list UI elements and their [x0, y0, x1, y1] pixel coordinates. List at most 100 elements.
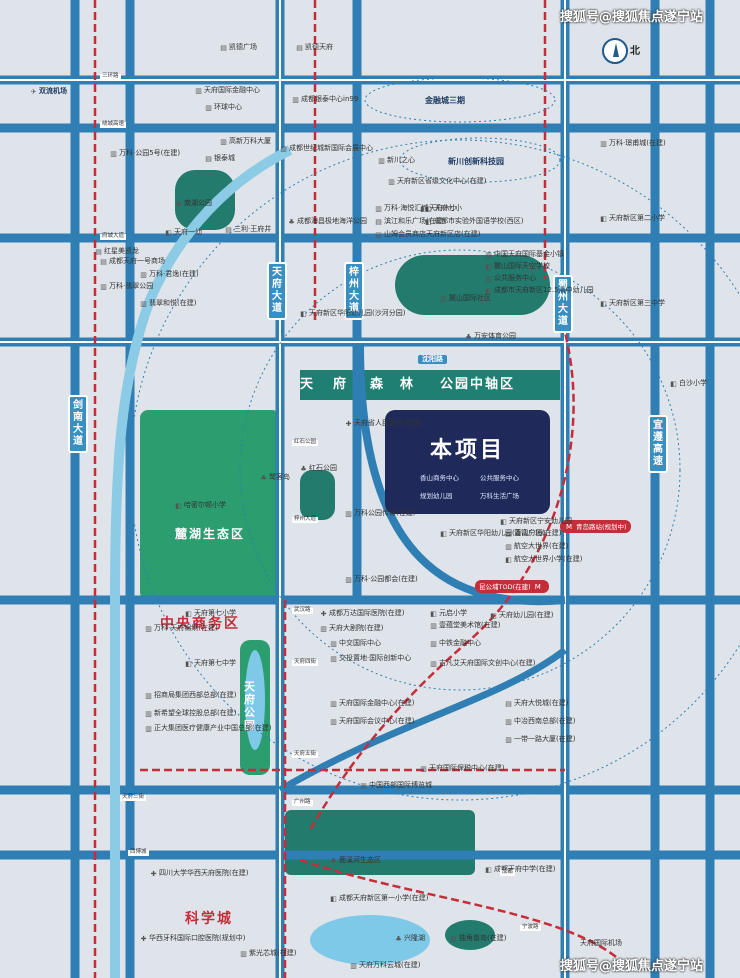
- school-icon: ◧: [485, 287, 492, 295]
- metro-kunming-tod[interactable]: 昆公埔TOD(在建) M: [475, 580, 549, 593]
- science-city-label: 科学城: [185, 911, 233, 927]
- cbd-label: 中央商务区: [160, 616, 240, 632]
- poi-text: 万科公园传奇(在建): [354, 509, 416, 517]
- poi-text: 滨江和乐广场(在建): [384, 217, 446, 225]
- poi-text: 麓山国际社区: [449, 294, 491, 302]
- building-icon: ▥: [360, 782, 367, 790]
- building-icon: ▥: [485, 251, 492, 259]
- school-icon: ◧: [505, 556, 512, 564]
- poi-text: 天府省人民医院(在建): [354, 419, 423, 427]
- hospital-icon: ✚: [320, 610, 327, 618]
- building-icon: ▥: [345, 510, 352, 518]
- road-shuzhou-avenue: 蜀州大道: [553, 275, 573, 333]
- poi-label: ▥万科·天府锦绣(在建): [145, 625, 218, 633]
- building-icon: ▥: [378, 157, 385, 165]
- poi-label: ◧成都天府新区第一小学(在建): [330, 895, 428, 903]
- hongshi-park: [300, 470, 335, 520]
- hospital-icon: ✚: [345, 420, 352, 428]
- tianfu-park-label: 天府公园: [244, 680, 256, 732]
- road-shenyang: 沈阳路: [418, 355, 447, 364]
- poi-label: ✚天府省人民医院(在建): [345, 419, 423, 428]
- poi-label: ▥交投置地·国际创新中心: [330, 655, 411, 663]
- poi-label: ▥中铁金融中心: [430, 640, 481, 648]
- poi-text: 中冶西南总部(在建): [514, 717, 576, 725]
- poi-label: ▤成都天府一号商场: [100, 258, 165, 266]
- poi-text: 三利·王府井: [234, 225, 272, 233]
- poi-text: 天府大悦城(在建): [514, 699, 569, 707]
- road-tag: 西博城: [128, 849, 149, 856]
- poi-label: ▥中交国际中心: [330, 640, 381, 648]
- road-jiannan-avenue: 剑南大道: [68, 395, 88, 453]
- park-axis-label: 公园中轴区: [440, 377, 516, 392]
- project-box[interactable]: 本项目 香山商务中心 公共服务中心 规划幼儿园 万科生活广场: [385, 410, 550, 514]
- building-icon: ▥: [145, 725, 152, 733]
- poi-label: ▥招商局集团西部总部(在建): [145, 692, 236, 700]
- poi-label: ▥成都世纪城新国际会展中心: [280, 145, 373, 153]
- compass-icon: [602, 38, 628, 64]
- road-tag: 梓州大道: [292, 516, 319, 523]
- poi-label: ▥万科·君逸(在建): [140, 271, 199, 279]
- mall-icon: ▤: [375, 231, 382, 239]
- poi-label: ▥万科·翡翠公园: [100, 283, 153, 291]
- poi-label: ▥环球中心: [205, 104, 242, 112]
- building-icon: ▥: [375, 205, 382, 213]
- poi-text: 航空大世界(在建): [514, 542, 569, 550]
- poi-label: ▥翡翠和悦(在建): [140, 300, 196, 308]
- school-icon: ◧: [600, 215, 607, 223]
- building-icon: ▥: [320, 625, 327, 633]
- poi-text: 凯德天府: [305, 43, 333, 51]
- poi-label: ▥天府大剧院(在建): [320, 625, 383, 633]
- poi-label: ▥天府国际金融中心: [195, 87, 260, 95]
- poi-text: 白沙小学: [679, 379, 707, 387]
- poi-label: ◧天府六小: [420, 205, 457, 213]
- poi-label: ◧天府第七中学: [185, 660, 236, 668]
- poi-label: ▥天府新区省级文化中心(在建): [388, 178, 486, 186]
- building-icon: ▥: [292, 96, 299, 104]
- road-tag: 府城大道: [100, 233, 127, 240]
- poi-text: 中国天府国际基金小镇: [494, 250, 564, 258]
- mall-icon: ▤: [505, 700, 512, 708]
- poi-text: 天府新区宁安幼儿园: [509, 517, 572, 525]
- poi-label: ▤天府大悦城(在建): [505, 700, 568, 708]
- school-icon: ◧: [330, 895, 337, 903]
- poi-text: 天府新区华阳幼儿园(沙河分园): [309, 309, 406, 317]
- building-icon: ▥: [505, 736, 512, 744]
- park-icon: ♣: [175, 200, 182, 208]
- poi-label: ◧天府新区宁安幼儿园: [500, 518, 572, 526]
- school-icon: ◧: [185, 610, 192, 618]
- poi-label: ▥壹蕴堂美术馆(在建): [430, 622, 500, 630]
- poi-label: ◧天府一幼: [165, 229, 202, 237]
- poi-text: 中交国际中心: [339, 639, 381, 647]
- watermark-bottom: 搜狐号@搜狐焦点遂宁站: [560, 959, 704, 974]
- poi-text: 吉凡艾天府国际文创中心(在建): [439, 659, 536, 667]
- school-icon: ◧: [425, 218, 432, 226]
- poi-label: ▥新川之心: [378, 157, 415, 165]
- poi-text: 天府幼儿园(在建): [499, 611, 554, 619]
- poi-label: ♣成都海昌极地海洋公园: [288, 218, 367, 226]
- poi-label: ▤银泰城: [205, 155, 235, 163]
- poi-label: ◧白沙小学: [670, 380, 707, 388]
- poi-text: 万科·公园都会(在建): [354, 575, 418, 583]
- poi-text: 元启小学: [439, 609, 467, 617]
- poi-label: ◧天府幼儿园(在建): [490, 612, 553, 620]
- poi-label: ▥中国天府国际基金小镇: [485, 251, 564, 259]
- poi-text: 天府万科云城(在建): [359, 961, 421, 969]
- poi-text: 天府第七小学: [194, 609, 236, 617]
- poi-label: ▥公共服务中心: [485, 275, 536, 283]
- mall-icon: ▤: [225, 226, 232, 234]
- lake-zone-label: 麓湖生态区: [175, 527, 246, 541]
- building-icon: ▥: [145, 692, 152, 700]
- poi-text: 凯德广场: [229, 43, 257, 51]
- poi-text: 华西牙科国际口腔医院(规划中): [149, 934, 246, 942]
- poi-text: 成都天府新区第一小学(在建): [339, 894, 429, 902]
- poi-text: 中铁金融中心: [439, 639, 481, 647]
- poi-text: 天府大剧院(在建): [329, 624, 384, 632]
- poi-label: ▥航空大世界(在建): [505, 543, 568, 551]
- building-icon: ▥: [505, 718, 512, 726]
- road-tag: 武汉路: [292, 607, 313, 614]
- mall-icon: ▤: [220, 44, 227, 52]
- poi-label: ◧天府新区第二小学: [600, 215, 665, 223]
- poi-label: ▥天府国际金融中心(在建): [330, 700, 414, 708]
- poi-text: 万科·君逸(在建): [149, 270, 199, 278]
